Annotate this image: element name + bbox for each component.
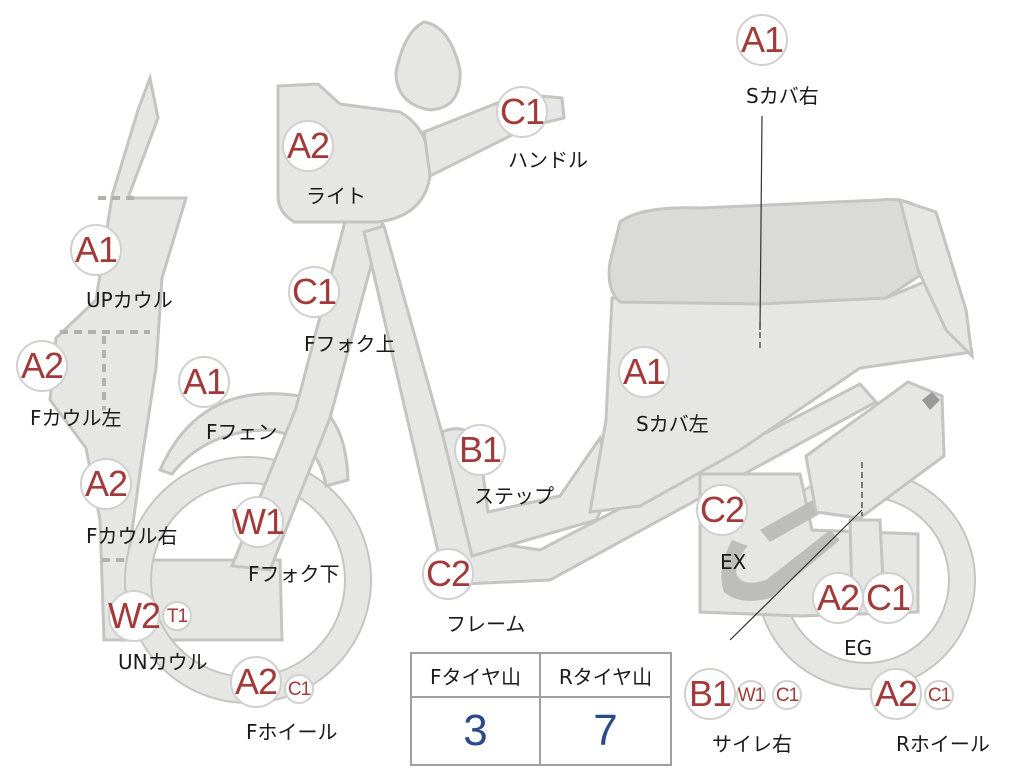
silencer-right-code-badge: B1	[684, 668, 736, 720]
f-fork-lower-code-badge: W1	[232, 496, 285, 548]
exhaust-pipe-shape	[721, 530, 840, 601]
un-cowl-label: UNカウル	[118, 650, 208, 674]
headlight-shape	[276, 82, 432, 224]
handle-code-badge: C1	[496, 86, 548, 138]
f-fender-label: Fフェン	[206, 420, 278, 444]
rear-tail-shape	[897, 197, 975, 361]
s-cover-right-leader	[759, 115, 763, 331]
handle-label: ハンドル	[508, 148, 588, 172]
s-cover-right-code-badge: A1	[736, 14, 788, 66]
un-cowl-code-badge: T1	[162, 601, 192, 631]
eg-label: EG	[844, 636, 873, 660]
s-cover-left-code-badge: A1	[618, 346, 670, 398]
step-code-badge: B1	[454, 424, 506, 476]
ex-code-badge: C2	[696, 484, 748, 536]
front-tire-tread-header: Fタイヤ山	[412, 654, 541, 698]
f-cowl-right-label: Fカウル右	[86, 524, 178, 548]
f-wheel-code-badge: A2	[230, 656, 282, 708]
step-label: ステップ	[474, 484, 554, 508]
side-cover-shape	[588, 269, 974, 514]
light-label: ライト	[306, 184, 366, 208]
eg-code-badge: A2	[812, 572, 864, 624]
silencer-right-code-badge: W1	[736, 680, 766, 710]
tire-tread-table: Fタイヤ山 Rタイヤ山 3 7	[410, 652, 672, 766]
silencer-right-code-badge: C1	[772, 680, 802, 710]
silencer-leader	[729, 509, 863, 641]
exhaust-link-shape	[760, 496, 830, 542]
s-cover-right-label: Sカバ右	[746, 84, 819, 108]
seat-shape	[607, 198, 942, 306]
f-fender-code-badge: A1	[178, 356, 230, 408]
r-wheel-code-badge: A2	[870, 668, 922, 720]
rear-tire-tread-value: 7	[593, 706, 618, 755]
s-cover-left-label: Sカバ左	[636, 412, 709, 436]
un-cowl-code-badge: W2	[108, 590, 161, 642]
f-fork-upper-code-badge: C1	[288, 266, 340, 318]
silencer-right-label: サイレ右	[712, 732, 792, 756]
frame-code-badge: C2	[422, 548, 474, 600]
r-wheel-code-badge: C1	[924, 680, 954, 710]
f-fork-lower-label: Fフォク下	[248, 562, 340, 586]
f-cowl-right-code-badge: A2	[80, 458, 132, 510]
frame-label: フレーム	[446, 612, 526, 636]
silencer-shape	[804, 380, 946, 520]
mirror-shape	[394, 20, 462, 112]
silencer-tip-shape	[922, 392, 940, 410]
f-wheel-label: Fホイール	[246, 720, 338, 744]
up-cowl-code-badge: A1	[70, 224, 122, 276]
f-fork-upper-label: Fフォク上	[304, 332, 396, 356]
f-wheel-code-badge: C1	[284, 674, 314, 704]
light-code-badge: A2	[282, 120, 334, 172]
eg-code-badge: C1	[862, 572, 914, 624]
ex-label: EX	[720, 550, 747, 574]
rear-tire-tread-header: Rタイヤ山	[541, 654, 670, 698]
f-cowl-left-label: Fカウル左	[30, 406, 122, 430]
r-wheel-label: Rホイール	[896, 732, 990, 756]
front-tire-tread-value: 3	[412, 698, 541, 764]
f-cowl-left-code-badge: A2	[16, 340, 68, 392]
up-cowl-label: UPカウル	[86, 288, 173, 312]
